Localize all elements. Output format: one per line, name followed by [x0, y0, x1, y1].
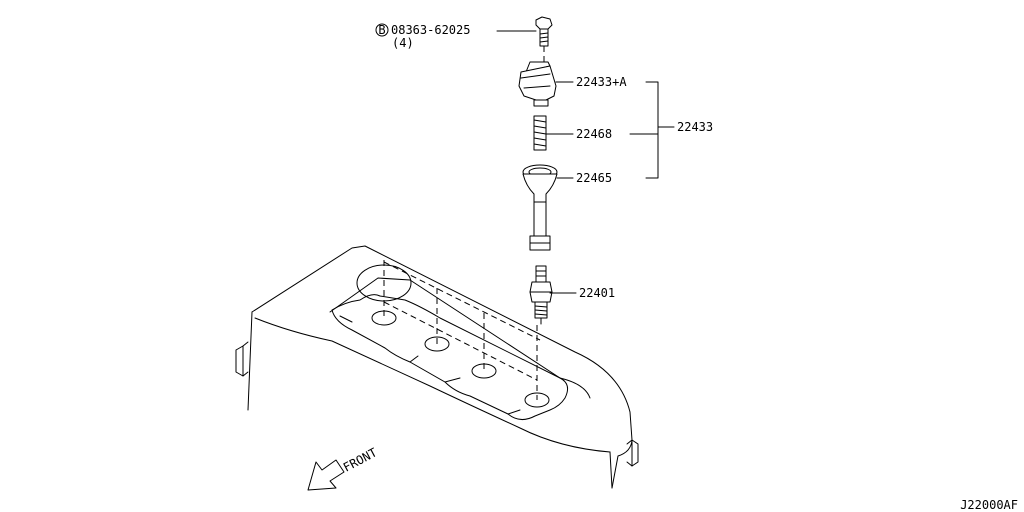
label-spark-plug: 22401	[579, 286, 615, 300]
bolt-badge-letter: B	[378, 23, 385, 37]
label-coil-assembly: 22433	[677, 120, 713, 134]
coil-boot-22465	[522, 164, 558, 251]
plug-well-2	[424, 336, 450, 352]
ignition-coil-22433-A	[518, 61, 557, 107]
bolt-08363-62025	[535, 16, 553, 47]
bolt-callout: B 08363-62025 (4)	[375, 23, 470, 50]
rocker-cover	[235, 245, 639, 489]
front-arrow-icon	[307, 459, 345, 491]
bolt-badge-circle	[375, 23, 389, 37]
plug-well-valley	[331, 294, 569, 420]
label-coil-boot: 22465	[576, 171, 612, 185]
plug-well-4	[524, 392, 550, 408]
bolt-part-number: 08363-62025	[391, 23, 470, 37]
label-coil-spring: 22468	[576, 127, 612, 141]
diagram-code: J22000AF	[960, 498, 1018, 512]
spark-plug-22401	[529, 265, 553, 325]
front-label: FRONT	[341, 445, 379, 474]
plug-wells	[356, 264, 550, 408]
installation-guide-lines	[383, 260, 541, 400]
bolt-quantity: (4)	[392, 36, 414, 50]
coil-spring-22468	[533, 115, 547, 151]
label-coil-upper: 22433+A	[576, 75, 627, 89]
front-direction-indicator: FRONT	[307, 445, 379, 491]
callout-leaders	[496, 30, 675, 294]
